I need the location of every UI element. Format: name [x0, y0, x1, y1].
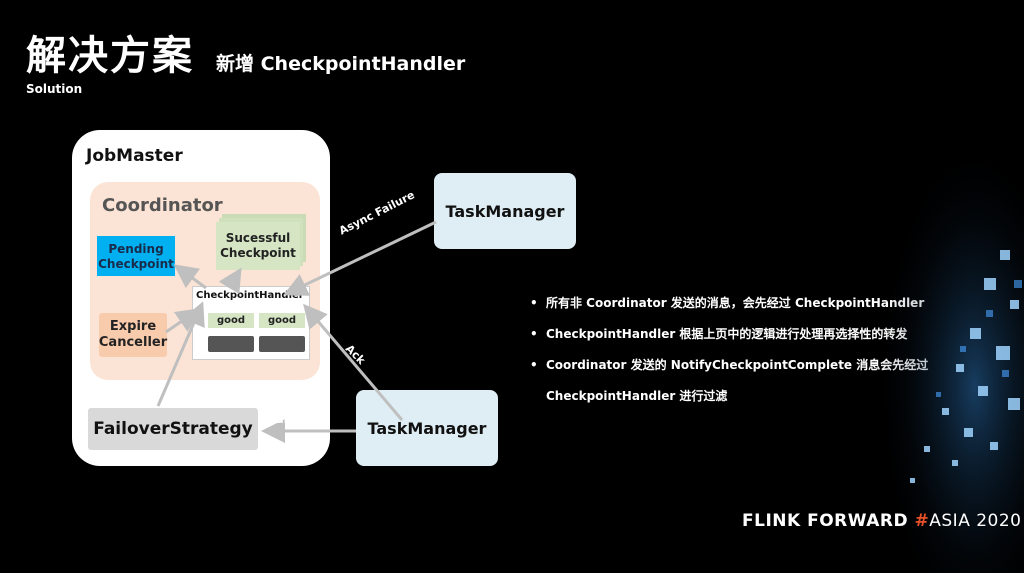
page-title-english: Solution [26, 82, 83, 96]
handler-slot-1 [208, 336, 254, 352]
bullet-item-3: Coordinator 发送的 NotifyCheckpointComplete… [530, 350, 950, 381]
arrow-handler-to-pending [173, 264, 207, 290]
pending-label-line2: Checkpoint [98, 257, 174, 271]
flink-forward-logo: FLINK FORWARD #ASIA 2020 [742, 511, 1022, 531]
logo-part1: FLINK FORWARD [742, 511, 915, 531]
successful-label-line1: Sucessful [225, 231, 291, 245]
arrow-async-failure [283, 220, 437, 296]
bullet-item-3-continued: CheckpointHandler 进行过滤 [546, 389, 728, 403]
arrow-expire-to-handler [165, 308, 201, 334]
good-cell-1: good [208, 313, 254, 328]
arrow-handler-to-successful [218, 267, 242, 295]
pending-label-line1: Pending [108, 242, 164, 256]
taskmanager-top-box: TaskManager [434, 173, 576, 249]
expire-label-line1: Expire [109, 319, 157, 334]
successful-label-line2: Checkpoint [220, 246, 296, 260]
bullet-item-2: CheckpointHandler 根据上页中的逻辑进行处理再选择性的转发 [530, 319, 950, 350]
taskmanager-bottom-box: TaskManager [356, 390, 498, 466]
expire-label-line2: Canceller [98, 335, 168, 350]
edge-label-failover: Failover [268, 412, 322, 426]
bullet-list: 所有非 Coordinator 发送的消息，会先经过 CheckpointHan… [530, 288, 950, 412]
logo-hash: # [914, 511, 930, 531]
good-cell-2: good [259, 313, 305, 328]
checkpoint-handler-label: CheckpointHandler [196, 290, 304, 301]
handler-slot-2 [259, 336, 305, 352]
jobmaster-label: JobMaster [86, 146, 183, 166]
arrow-failover-to-handler [156, 301, 205, 407]
page-subtitle: 新增 CheckpointHandler [216, 53, 466, 75]
coordinator-label: Coordinator [102, 195, 223, 216]
decorative-cubes [860, 160, 1024, 573]
failover-strategy-box: FailoverStrategy [88, 408, 258, 450]
page-title: 解决方案 [26, 33, 194, 79]
arrow-ack [303, 303, 404, 421]
bullet-item-1: 所有非 Coordinator 发送的消息，会先经过 CheckpointHan… [530, 288, 950, 319]
logo-part2: ASIA 2020 [929, 511, 1022, 531]
